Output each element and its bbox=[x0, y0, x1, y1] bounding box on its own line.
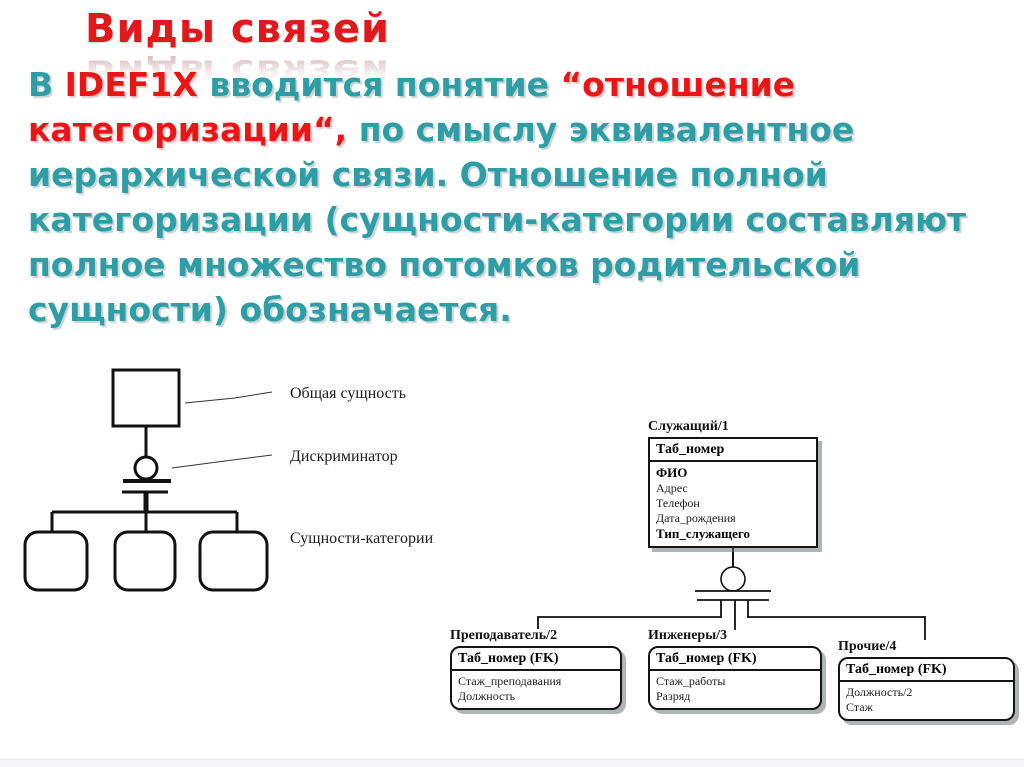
entity-attributes: Должность/2 Стаж bbox=[840, 682, 1013, 719]
left-branch-line bbox=[537, 616, 721, 629]
entity-title: Преподаватель/2 bbox=[450, 628, 558, 643]
entity-attribute: Тип_служащего bbox=[656, 526, 750, 541]
paragraph-line: сущности) обозначается. bbox=[28, 287, 1008, 332]
categorization-notation-diagram: Общая сущность Дискриминатор Сущности-ка… bbox=[20, 360, 480, 610]
entity-attributes: ФИО Адрес Телефон Дата_рождения Тип_служ… bbox=[650, 462, 816, 546]
entity-box: Таб_номер ФИО Адрес Телефон Дата_рождени… bbox=[648, 437, 818, 548]
entity-attribute: Разряд bbox=[656, 689, 691, 703]
entity-key-attribute: Таб_номер (FK) bbox=[452, 648, 620, 671]
paragraph-line: категоризации“, по смыслу эквивалентное bbox=[28, 107, 1008, 152]
entity-title: Служащий/1 bbox=[648, 419, 729, 434]
entity-key-attribute: Таб_номер bbox=[650, 439, 816, 462]
body-paragraph: В IDEF1X вводится понятие “отношение кат… bbox=[28, 62, 1008, 332]
text-segment: по смыслу эквивалентное bbox=[347, 110, 855, 149]
entity-box: Таб_номер (FK) Стаж_работы Разряд bbox=[648, 646, 822, 710]
text-segment: категоризации“, bbox=[28, 110, 348, 149]
entity-key-attribute: Таб_номер (FK) bbox=[840, 659, 1013, 682]
right-branch-line bbox=[748, 616, 926, 640]
er-connector-lines bbox=[537, 548, 926, 640]
discriminator-label: Дискриминатор bbox=[290, 448, 398, 465]
discriminator-circle bbox=[720, 566, 746, 592]
general-entity-box bbox=[111, 368, 181, 428]
reflection-fade-overlay bbox=[80, 50, 500, 84]
text-segment: “отношение bbox=[560, 65, 796, 104]
er-example-diagram: Служащий/1 Таб_номер ФИО Адрес Телефон Д… bbox=[440, 415, 1024, 745]
entity-attributes: Стаж_работы Разряд bbox=[650, 671, 820, 708]
entity-attribute: Стаж_работы bbox=[656, 674, 726, 688]
callout-line-discriminator bbox=[171, 454, 273, 469]
entity-attributes: Стаж_преподавания Должность bbox=[452, 671, 620, 708]
title-block: Виды связей Виды связей bbox=[80, 6, 505, 89]
entity-attribute: Стаж bbox=[846, 700, 873, 714]
entity-attribute: Должность bbox=[458, 689, 516, 703]
entity-box: Таб_номер (FK) Должность/2 Стаж bbox=[838, 657, 1015, 721]
slide-bottom-strip bbox=[0, 759, 1024, 767]
discriminator-circle bbox=[133, 455, 159, 481]
text-segment: В bbox=[28, 65, 65, 104]
text-segment: полное множество потомков родительской bbox=[28, 245, 861, 284]
entity-attribute: Стаж_преподавания bbox=[458, 674, 562, 688]
paragraph-line: В IDEF1X вводится понятие “отношение bbox=[28, 62, 1008, 107]
entity-child-others: Прочие/4 Таб_номер (FK) Должность/2 Стаж bbox=[838, 639, 1015, 721]
entity-parent: Служащий/1 Таб_номер ФИО Адрес Телефон Д… bbox=[648, 419, 818, 548]
entity-attribute: Дата_рождения bbox=[656, 511, 736, 525]
entity-box: Таб_номер (FK) Стаж_преподавания Должнос… bbox=[450, 646, 622, 710]
paragraph-line: иерархической связи. Отношение полной bbox=[28, 152, 1008, 197]
entity-title: Инженеры/3 bbox=[648, 628, 728, 643]
text-segment: вводится понятие bbox=[197, 65, 561, 104]
category-entity-box-3 bbox=[198, 530, 269, 592]
entity-attribute: Телефон bbox=[656, 496, 700, 510]
entity-attribute: Адрес bbox=[656, 481, 688, 495]
entity-key-attribute: Таб_номер (FK) bbox=[650, 648, 820, 671]
entity-child-engineers: Инженеры/3 Таб_номер (FK) Стаж_работы Ра… bbox=[648, 628, 822, 710]
callout-line-general-entity bbox=[184, 391, 273, 404]
entity-title: Прочие/4 bbox=[838, 639, 897, 654]
category-entity-box-1 bbox=[23, 530, 89, 592]
text-segment: IDEF1X bbox=[64, 65, 198, 104]
category-entities-label: Сущности-категории bbox=[290, 530, 434, 547]
category-entity-box-2 bbox=[113, 530, 177, 592]
entity-child-teacher: Преподаватель/2 Таб_номер (FK) Стаж_преп… bbox=[450, 628, 622, 710]
text-segment: иерархической связи. Отношение полной bbox=[28, 155, 828, 194]
text-segment: категоризации (сущности-категории состав… bbox=[28, 200, 967, 239]
paragraph-line: полное множество потомков родительской bbox=[28, 242, 1008, 287]
entity-attribute: Должность/2 bbox=[846, 685, 913, 699]
slide-title: Виды связей bbox=[85, 6, 391, 52]
text-segment: сущности) обозначается. bbox=[28, 290, 512, 329]
entity-attribute: ФИО bbox=[656, 465, 688, 480]
general-entity-label: Общая сущность bbox=[290, 385, 407, 402]
paragraph-line: категоризации (сущности-категории состав… bbox=[28, 197, 1008, 242]
notation-shapes bbox=[23, 368, 273, 592]
